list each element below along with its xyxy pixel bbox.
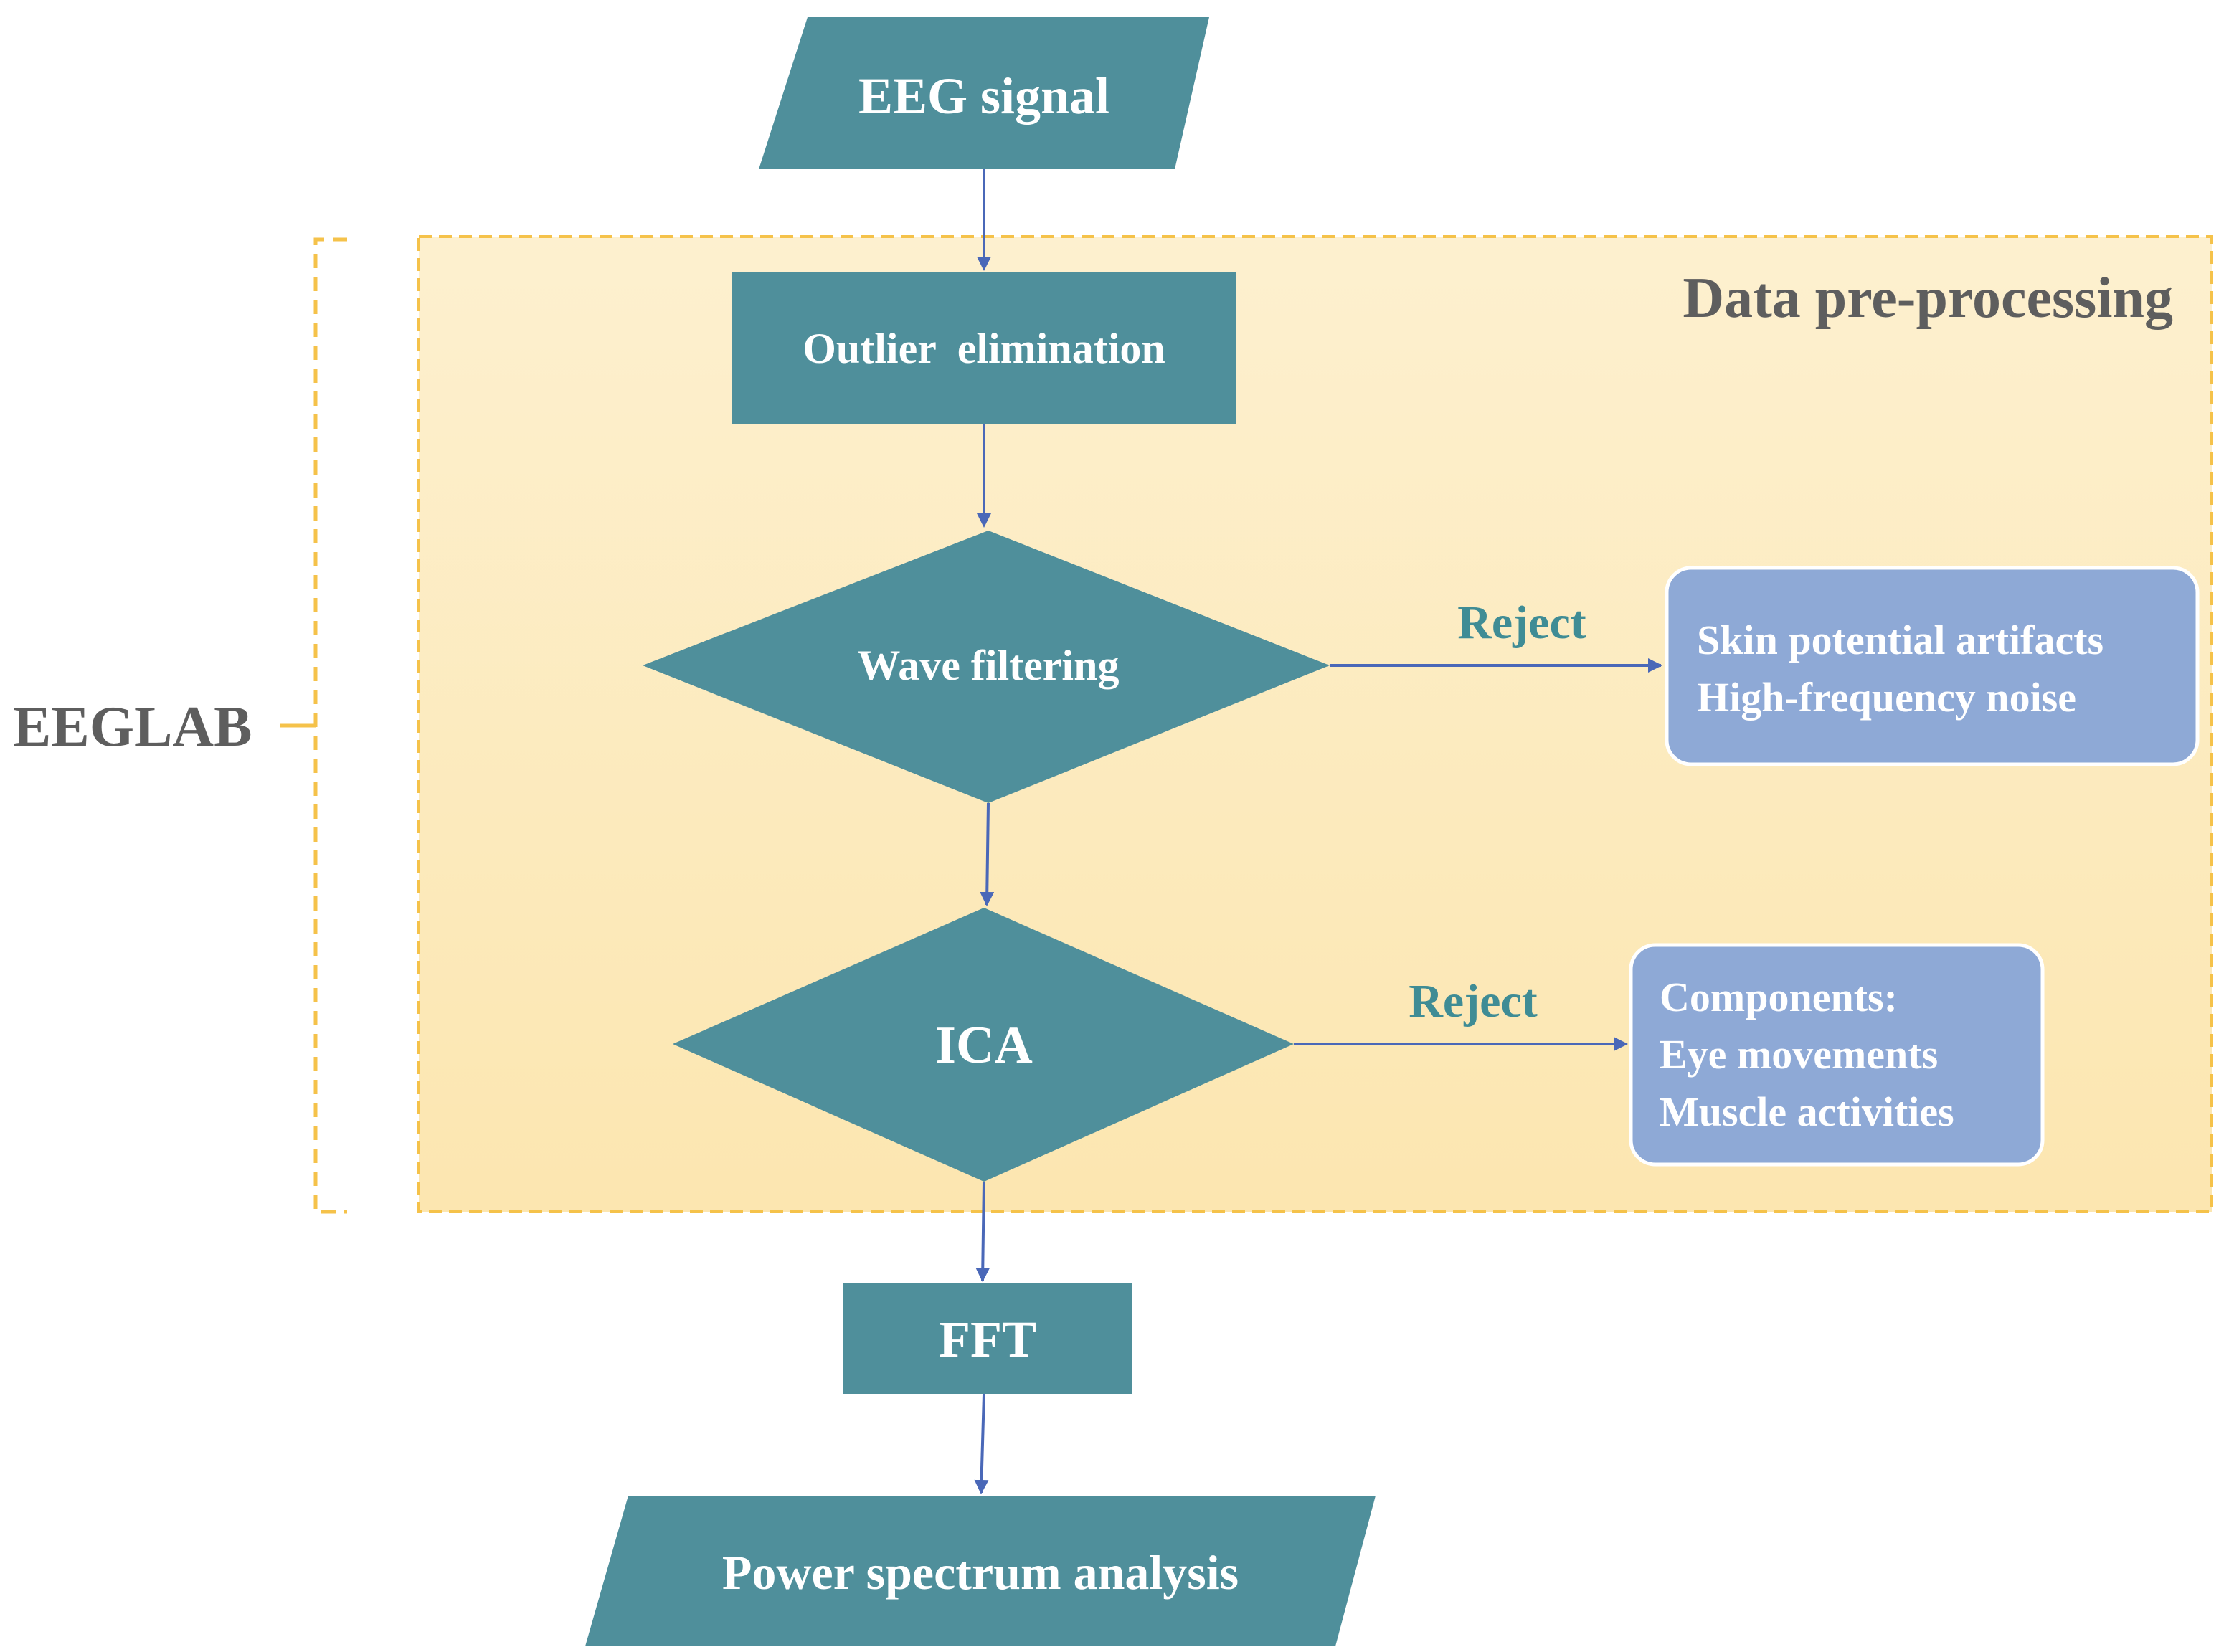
ica-label: ICA [935,1016,1033,1075]
arrow-fft-to-power [974,1393,989,1494]
outlier-elimination-node [732,272,1236,424]
reject-box-components-line-3: Muscle activities [1660,1088,1954,1135]
eeg-signal-node [759,17,1209,169]
power-spectrum-node [585,1496,1376,1646]
arrow-ica-to-fft [975,1181,990,1282]
reject-box-components [1629,943,2045,1167]
ica-node [673,908,1294,1182]
reject-box-artifacts-line-1: Skin potential artifacts [1697,617,2103,663]
reject-box-artifacts-line-2: High-frequency noise [1697,674,2076,721]
eeglab-bracket [313,237,347,1214]
reject-box-components-line-1: Components: [1660,974,1898,1020]
preprocessing-title: Data pre-processing [1683,267,2173,330]
reject-box-components-line-2: Eye movements [1660,1031,1938,1078]
outlier-elimination-label: Outlier elimination [803,325,1165,372]
eeglab-label: EEGLAB [13,696,252,759]
arrow-wave-to-ica [980,802,995,906]
wave-filtering-label: Wave filtering [858,642,1120,689]
fft-node [843,1283,1132,1394]
eeg-signal-label: EEG signal [858,67,1109,125]
reject-label-ica: Reject [1409,975,1538,1027]
wave-filtering-node [643,531,1330,803]
power-spectrum-label: Power spectrum analysis [722,1545,1239,1600]
fft-label: FFT [939,1311,1036,1368]
reject-box-artifacts [1665,566,2200,766]
reject-label-wave: Reject [1457,597,1586,649]
